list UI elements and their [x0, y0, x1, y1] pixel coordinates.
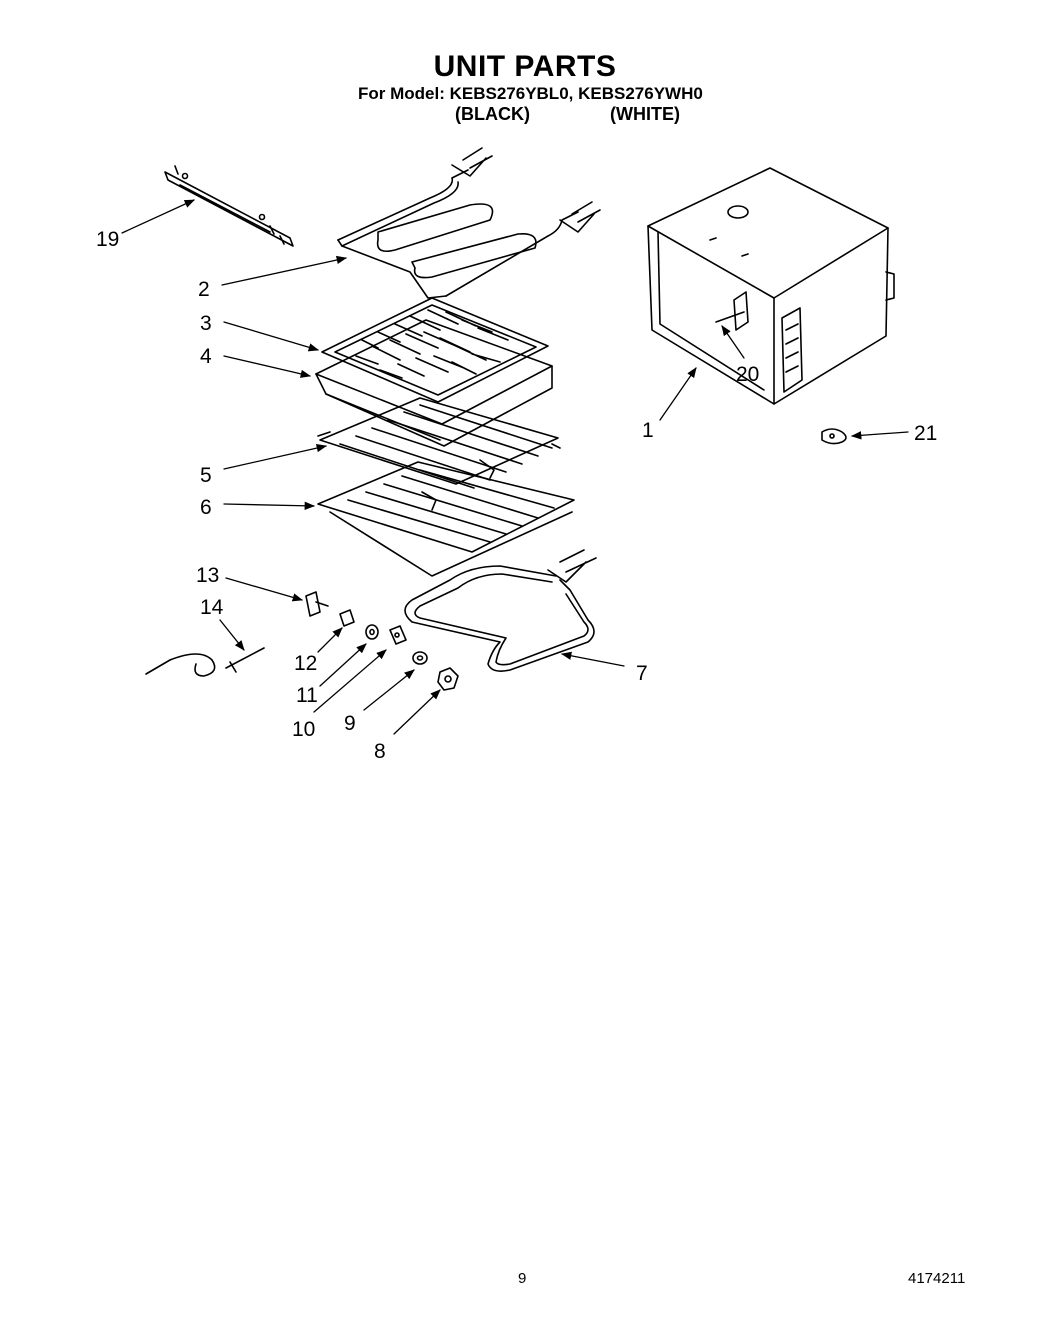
oven-cavity-part-1 [647, 167, 895, 405]
page-title: UNIT PARTS [433, 50, 617, 83]
bracket-part-19 [164, 165, 294, 247]
callout-20: 20 [736, 363, 759, 386]
sensor-part-20 [715, 291, 749, 331]
clip-part-21 [821, 428, 847, 445]
callout-13: 13 [196, 564, 219, 587]
callout-12: 12 [294, 652, 317, 675]
callout-19: 19 [96, 228, 119, 251]
callout-8: 8 [374, 740, 386, 763]
bushing-part-10 [389, 625, 407, 645]
broiler-grid-part-3 [321, 297, 549, 403]
probe-part-14 [145, 647, 265, 677]
nut-part-8 [437, 667, 459, 691]
callout-1: 1 [642, 419, 654, 442]
leader-lines [121, 199, 909, 735]
page-number: 9 [518, 1270, 527, 1287]
callout-3: 3 [200, 312, 212, 335]
callout-6: 6 [200, 496, 212, 519]
callout-9: 9 [344, 712, 356, 735]
bake-element-part-7 [404, 549, 597, 672]
document-number: 4174211 [908, 1270, 966, 1287]
variant-white-label: (WHITE) [610, 104, 680, 124]
variant-black-label: (BLACK) [455, 104, 530, 124]
washer-part-9 [412, 651, 428, 665]
callout-7: 7 [636, 662, 648, 685]
callout-2: 2 [198, 278, 210, 301]
callout-5: 5 [200, 464, 212, 487]
terminal-part-13 [305, 591, 329, 617]
callout-21: 21 [914, 422, 937, 445]
oven-rack-part-6 [317, 461, 575, 577]
model-line: For Model: KEBS276YBL0, KEBS276YWH0 [358, 84, 703, 103]
washer-part-11 [365, 624, 379, 640]
callout-4: 4 [200, 345, 212, 368]
broil-element-part-2 [337, 147, 601, 299]
broiler-pan-part-4 [315, 319, 553, 447]
callout-14: 14 [200, 596, 224, 619]
callout-11: 11 [296, 684, 318, 707]
callout-10: 10 [292, 718, 315, 741]
spacer-part-12 [339, 609, 355, 627]
